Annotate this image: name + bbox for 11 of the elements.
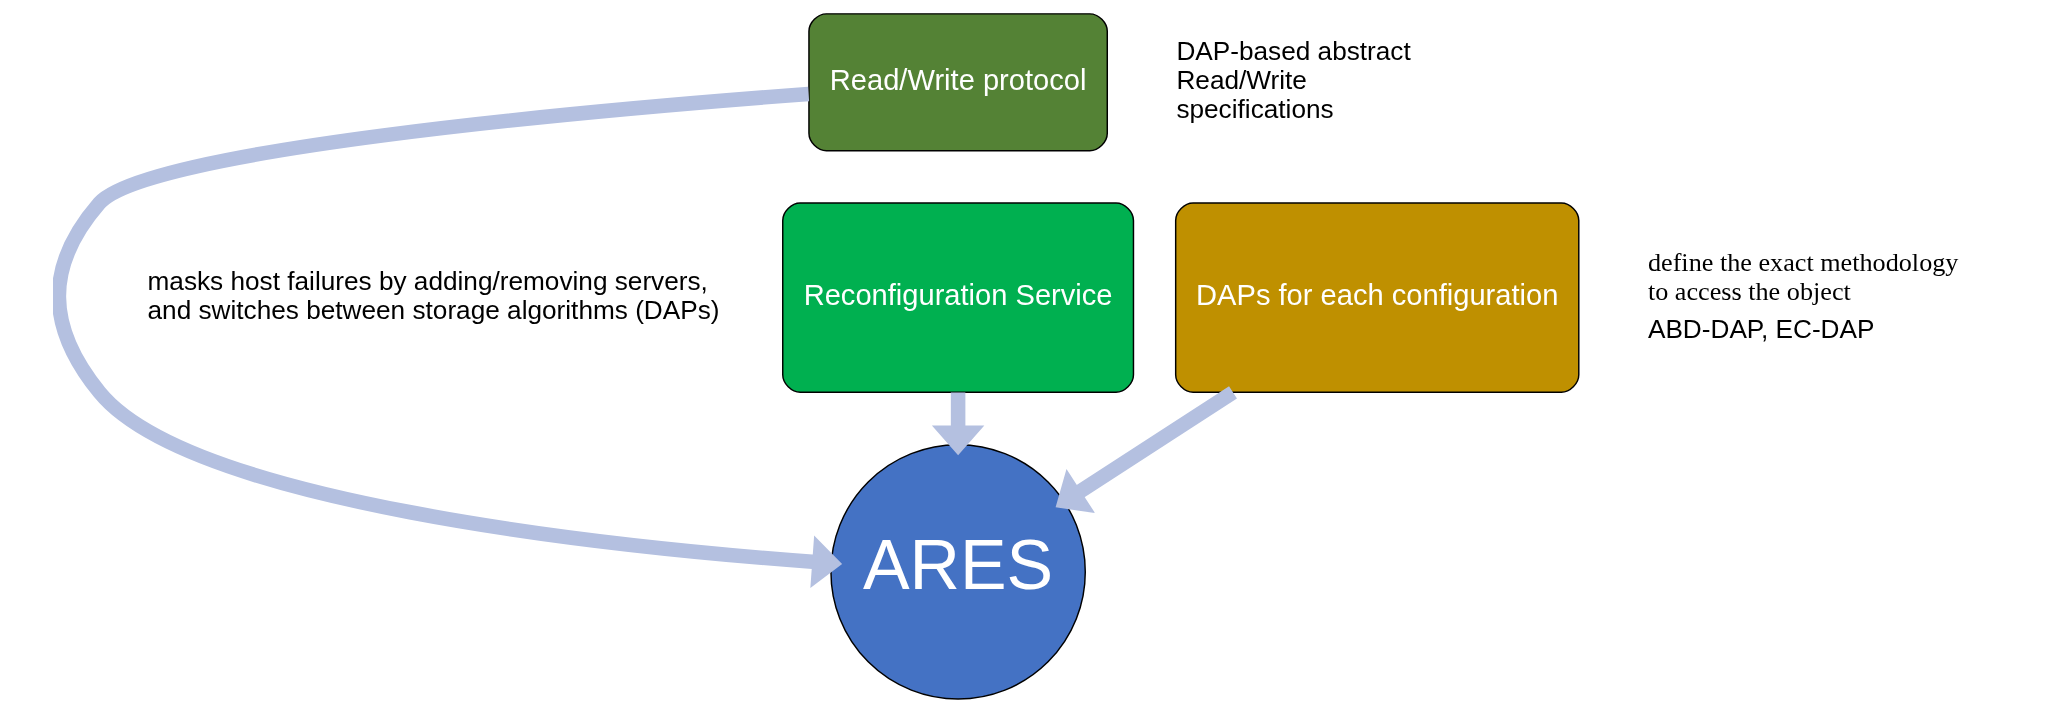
node-box: DAPs for each configuration [1174, 202, 1579, 393]
node-label: masks host failures by adding/removing servers, and switches between storage algorithms (DAPs) [147, 265, 720, 325]
arrow [1055, 386, 1237, 514]
node-box: Reconfiguration Service [781, 202, 1134, 393]
node-label: define the exact methodology to access the object [1647, 247, 1958, 306]
node-label: ABD-DAP, EC-DAP [1647, 313, 1874, 344]
node-circle: ARES [829, 444, 1086, 700]
node-label: DAP-based abstract Read/Write specifications [1175, 35, 1411, 124]
arrow [931, 392, 984, 456]
arrow [52, 86, 842, 588]
node-box: Read/Write protocol [807, 13, 1108, 152]
